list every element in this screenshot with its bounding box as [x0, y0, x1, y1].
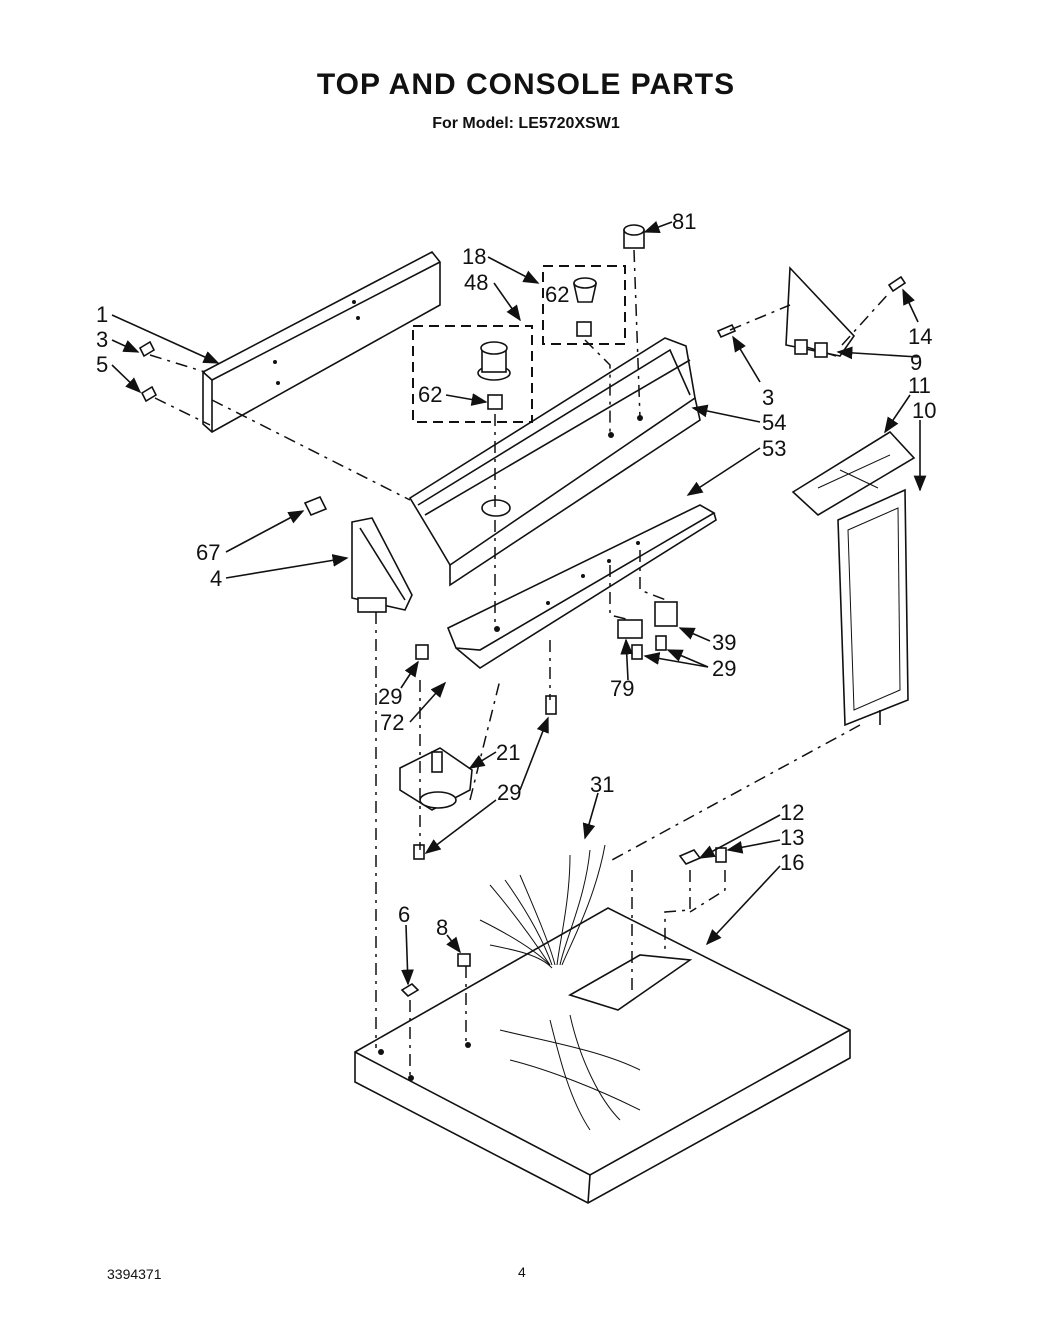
callout-29: 29 — [378, 684, 402, 709]
callout-21: 21 — [496, 740, 520, 765]
callout-72: 72 — [380, 710, 404, 735]
end-cap-screw-part — [887, 275, 907, 293]
timer-knob-part — [477, 341, 511, 410]
callout-11: 11 — [908, 373, 931, 398]
end-cap-screw-part — [716, 323, 737, 339]
callout-4: 4 — [210, 566, 222, 591]
callout-13: 13 — [780, 825, 804, 850]
lint-screen-cover-part — [791, 430, 916, 516]
lint-screen-part — [837, 488, 909, 727]
callout-5: 5 — [96, 352, 108, 377]
callout-39: 39 — [712, 630, 736, 655]
rear-bracket-part — [202, 250, 441, 433]
callout-62: 62 — [545, 282, 569, 307]
callout-10: 10 — [912, 398, 936, 423]
callout-6: 6 — [398, 902, 410, 927]
clip-part — [303, 495, 328, 517]
callout-9: 9 — [910, 350, 922, 375]
callout-48: 48 — [464, 270, 488, 295]
callout-14: 14 — [908, 324, 932, 349]
callout-79: 79 — [610, 676, 634, 701]
document-number: 3394371 — [107, 1266, 162, 1282]
callout-29: 29 — [497, 780, 521, 805]
callout-16: 16 — [780, 850, 804, 875]
callout-8: 8 — [436, 915, 448, 940]
page-number: 4 — [518, 1264, 526, 1280]
page-title: TOP AND CONSOLE PARTS — [316, 68, 736, 101]
control-knob-part — [573, 277, 597, 337]
left-end-cap-part — [351, 517, 413, 613]
callout-18: 18 — [462, 244, 486, 269]
switch-part — [617, 601, 678, 639]
callout-31: 31 — [590, 772, 614, 797]
screw-part — [138, 340, 158, 403]
callout-67: 67 — [196, 540, 220, 565]
callout-3: 3 — [96, 327, 108, 352]
callout-1: 1 — [96, 302, 108, 327]
console-base-part — [446, 504, 717, 669]
callout-53: 53 — [762, 436, 786, 461]
callout-12: 12 — [780, 800, 804, 825]
callout-62: 62 — [418, 382, 442, 407]
push-button-part — [623, 224, 645, 249]
console-part — [408, 337, 701, 587]
callout-54: 54 — [762, 410, 786, 435]
callout-3: 3 — [762, 385, 774, 410]
callout-81: 81 — [672, 209, 696, 234]
model-subtitle: For Model: LE5720XSW1 — [432, 115, 620, 132]
wire-harness-part — [479, 844, 641, 1131]
terminal-block-part — [399, 747, 473, 811]
callout-29: 29 — [712, 656, 736, 681]
small-parts — [400, 847, 727, 998]
